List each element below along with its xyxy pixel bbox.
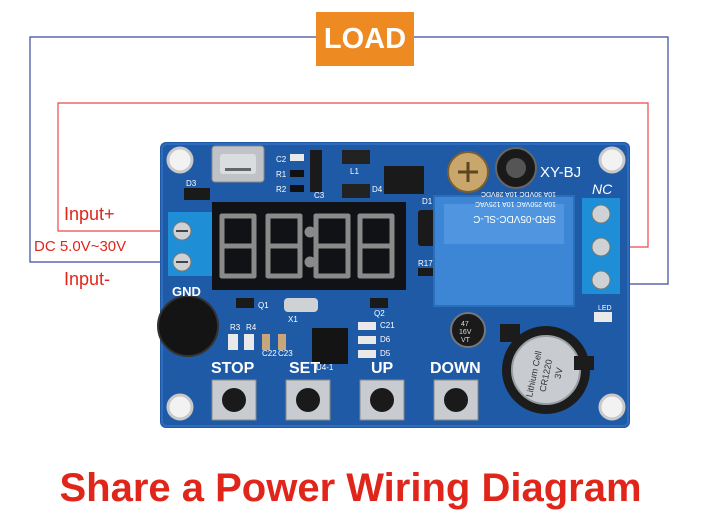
battery-holder	[500, 324, 594, 414]
set-button-label: SET	[289, 360, 321, 377]
blue-wire	[29, 36, 316, 263]
component-label: Q1	[258, 301, 269, 310]
component-label: C23	[278, 349, 293, 358]
display-colon-dot	[304, 256, 316, 268]
component-label: X1	[288, 315, 298, 324]
output-terminal	[582, 198, 620, 294]
component-label: D4	[372, 185, 383, 194]
wires	[29, 36, 669, 285]
down-button-label: DOWN	[430, 360, 481, 377]
relay-model: SRD-05VDC-SL-C	[473, 213, 556, 224]
buzzer	[157, 295, 219, 357]
capacitors	[447, 147, 537, 348]
stop-button[interactable]	[211, 379, 257, 421]
gnd-label: GND	[172, 284, 201, 299]
status-led	[594, 312, 612, 322]
component-label: C21	[380, 321, 395, 330]
cap-text-1: 47	[461, 321, 469, 328]
stop-button-label: STOP	[211, 360, 255, 377]
down-button[interactable]	[433, 379, 479, 421]
component-label: R1	[276, 170, 287, 179]
up-button[interactable]	[359, 379, 405, 421]
component-label: L1	[350, 167, 359, 176]
component-label: C2	[276, 155, 287, 164]
component-label: D3	[186, 179, 197, 188]
input-terminal	[168, 212, 212, 276]
seven-segment-display	[212, 202, 406, 290]
relay	[433, 195, 575, 307]
component-label: R17	[418, 259, 433, 268]
component-label: D5	[380, 349, 391, 358]
load-label: LOAD	[316, 12, 414, 66]
battery-text-3: 3V	[553, 367, 565, 380]
component-label: Q2	[374, 309, 385, 318]
up-button-label: UP	[371, 360, 394, 377]
display-colon-dot	[304, 226, 316, 238]
component-label: R3	[230, 323, 241, 332]
component-label: R2	[276, 185, 287, 194]
mounting-holes	[166, 146, 626, 421]
set-button[interactable]	[285, 379, 331, 421]
input-plus-label: Input+	[64, 204, 115, 224]
component-label: C22	[262, 349, 277, 358]
blue-wire-load	[414, 36, 669, 285]
red-wire	[57, 102, 649, 248]
usb-port	[211, 145, 265, 183]
cap-text-2: 16V	[459, 329, 472, 336]
silkscreen: XY-BJ NC GND LED SRD-05VDC-SL-C 10A 250V…	[172, 155, 613, 398]
component-label: C3	[314, 191, 325, 200]
board-model: XY-BJ	[540, 164, 581, 181]
tactile-buttons	[211, 379, 479, 421]
component-label: R4	[246, 323, 257, 332]
voltage-label: DC 5.0V~30V	[34, 238, 127, 255]
pcb-board	[157, 142, 630, 428]
diagram-title: Share a Power Wiring Diagram	[59, 466, 642, 510]
component-label: D1	[422, 197, 433, 206]
component-label: D6	[380, 335, 391, 344]
cap-text-3: VT	[461, 337, 471, 344]
smd-components	[184, 150, 436, 364]
relay-rating-2: 10A 30VDC 10A 28VDC	[481, 190, 556, 197]
led-label: LED	[598, 305, 612, 312]
component-label: U4-1	[316, 363, 334, 372]
relay-rating-1: 10A 250VAC 10A 125VAC	[475, 200, 556, 207]
nc-label: NC	[592, 181, 613, 197]
input-minus-label: Input-	[64, 269, 111, 289]
